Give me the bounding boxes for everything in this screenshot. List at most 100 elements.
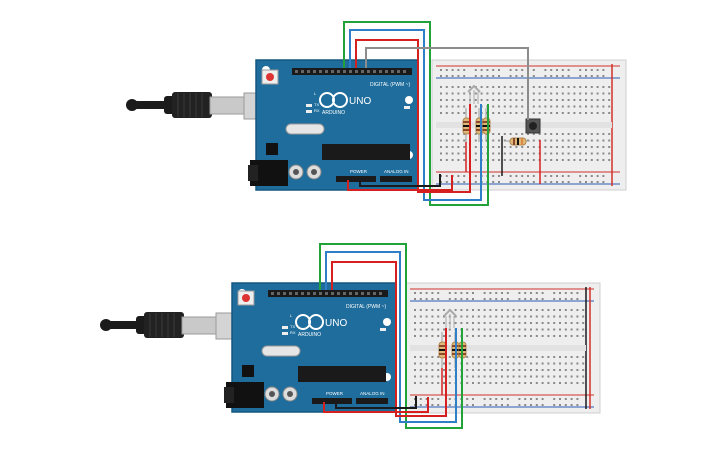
breadboard-hole	[561, 86, 564, 88]
breadboard-hole	[550, 152, 553, 155]
reset-button[interactable]	[242, 294, 250, 302]
breadboard-hole	[425, 404, 428, 406]
breadboard-hole	[541, 309, 544, 311]
breadboard-hole	[472, 309, 474, 311]
power-header	[312, 398, 352, 404]
breadboard-hole	[515, 181, 518, 183]
breadboard-hole	[521, 133, 524, 135]
breadboard-hole	[561, 105, 564, 108]
breadboard-hole	[585, 133, 587, 135]
breadboard-hole	[579, 112, 582, 114]
breadboard-hole	[457, 139, 460, 142]
pushbutton-1[interactable]	[525, 118, 541, 134]
breadboard-hole	[532, 152, 535, 155]
breadboard-hole	[506, 356, 509, 358]
breadboard-hole	[474, 105, 477, 108]
breadboard-hole	[553, 309, 556, 311]
breadboard-hole	[521, 181, 524, 183]
breadboard-hole	[559, 369, 561, 371]
breadboard-hole	[579, 92, 582, 95]
breadboard-hole	[501, 309, 503, 311]
breadboard-hole	[492, 139, 495, 142]
breadboard-hole	[431, 375, 434, 378]
breadboard-hole	[425, 315, 428, 318]
breadboard-hole	[425, 322, 428, 324]
breadboard-hole	[474, 181, 477, 183]
breadboard-hole	[553, 292, 556, 294]
breadboard-hole	[524, 335, 527, 337]
breadboard-hole	[506, 375, 509, 378]
breadboard-hole	[509, 152, 512, 155]
board-model: UNO	[349, 96, 371, 107]
breadboard-hole	[448, 382, 451, 384]
breadboard-hole	[506, 362, 509, 365]
breadboard-hole	[515, 75, 518, 77]
breadboard-hole	[437, 382, 440, 384]
breadboard-hole	[544, 69, 547, 71]
breadboard-hole	[573, 159, 576, 161]
breadboard-hole	[596, 133, 599, 135]
breadboard-hole	[524, 362, 527, 365]
breadboard-hole	[506, 398, 509, 400]
breadboard-hole	[489, 369, 492, 371]
breadboard-hole	[582, 322, 585, 324]
breadboard-hole	[582, 382, 585, 384]
breadboard-hole	[556, 139, 558, 142]
breadboard-hole	[483, 356, 486, 358]
breadboard-hole	[547, 315, 550, 318]
breadboard-hole	[440, 69, 442, 71]
breadboard-hole	[521, 86, 524, 88]
breadboard-hole	[570, 362, 573, 365]
breadboard-hole	[518, 369, 521, 371]
breadboard-hole	[590, 99, 593, 101]
breadboard-hole	[567, 105, 570, 108]
breadboard-hole	[466, 309, 469, 311]
breadboard-hole	[596, 75, 599, 77]
breadboard-hole	[582, 328, 585, 331]
breadboard-hole	[448, 375, 451, 378]
breadboard-hole	[561, 181, 564, 183]
breadboard-hole	[567, 175, 570, 177]
resistor-r1	[438, 332, 447, 368]
breadboard-hole	[590, 75, 593, 77]
breadboard-hole	[466, 404, 469, 406]
breadboard-hole	[570, 315, 573, 318]
breadboard-hole	[602, 92, 605, 95]
breadboard-hole	[460, 309, 463, 311]
breadboard-hole	[431, 398, 434, 400]
breadboard-hole	[550, 105, 553, 108]
breadboard-hole	[524, 375, 527, 378]
breadboard-hole	[590, 92, 593, 95]
breadboard-hole	[585, 181, 587, 183]
breadboard-hole	[550, 139, 553, 142]
breadboard-hole	[515, 105, 518, 108]
breadboard-hole	[466, 362, 469, 365]
breadboard-hole	[582, 315, 585, 318]
breadboard-hole	[474, 99, 477, 101]
reset-button[interactable]	[266, 73, 274, 81]
breadboard-hole	[532, 92, 535, 95]
breadboard-hole	[515, 92, 518, 95]
breadboard-hole	[477, 309, 480, 311]
breadboard-hole	[567, 75, 570, 77]
breadboard-hole	[527, 175, 529, 177]
breadboard-hole	[561, 92, 564, 95]
breadboard-hole	[414, 335, 416, 337]
breadboard-hole	[559, 309, 561, 311]
breadboard-hole	[602, 69, 605, 71]
breadboard-hole	[457, 133, 460, 135]
breadboard-hole	[576, 382, 579, 384]
breadboard-hole	[602, 139, 605, 142]
breadboard-hole	[506, 315, 509, 318]
breadboard-hole	[535, 315, 538, 318]
breadboard-hole	[492, 181, 495, 183]
breadboard-hole	[492, 86, 495, 88]
breadboard-hole	[457, 75, 460, 77]
breadboard-hole	[477, 335, 480, 337]
breadboard-hole	[431, 335, 434, 337]
breadboard-hole	[501, 356, 503, 358]
breadboard-hole	[585, 112, 587, 114]
breadboard-hole	[590, 181, 593, 183]
breadboard-hole	[576, 398, 579, 400]
breadboard-hole	[431, 356, 434, 358]
